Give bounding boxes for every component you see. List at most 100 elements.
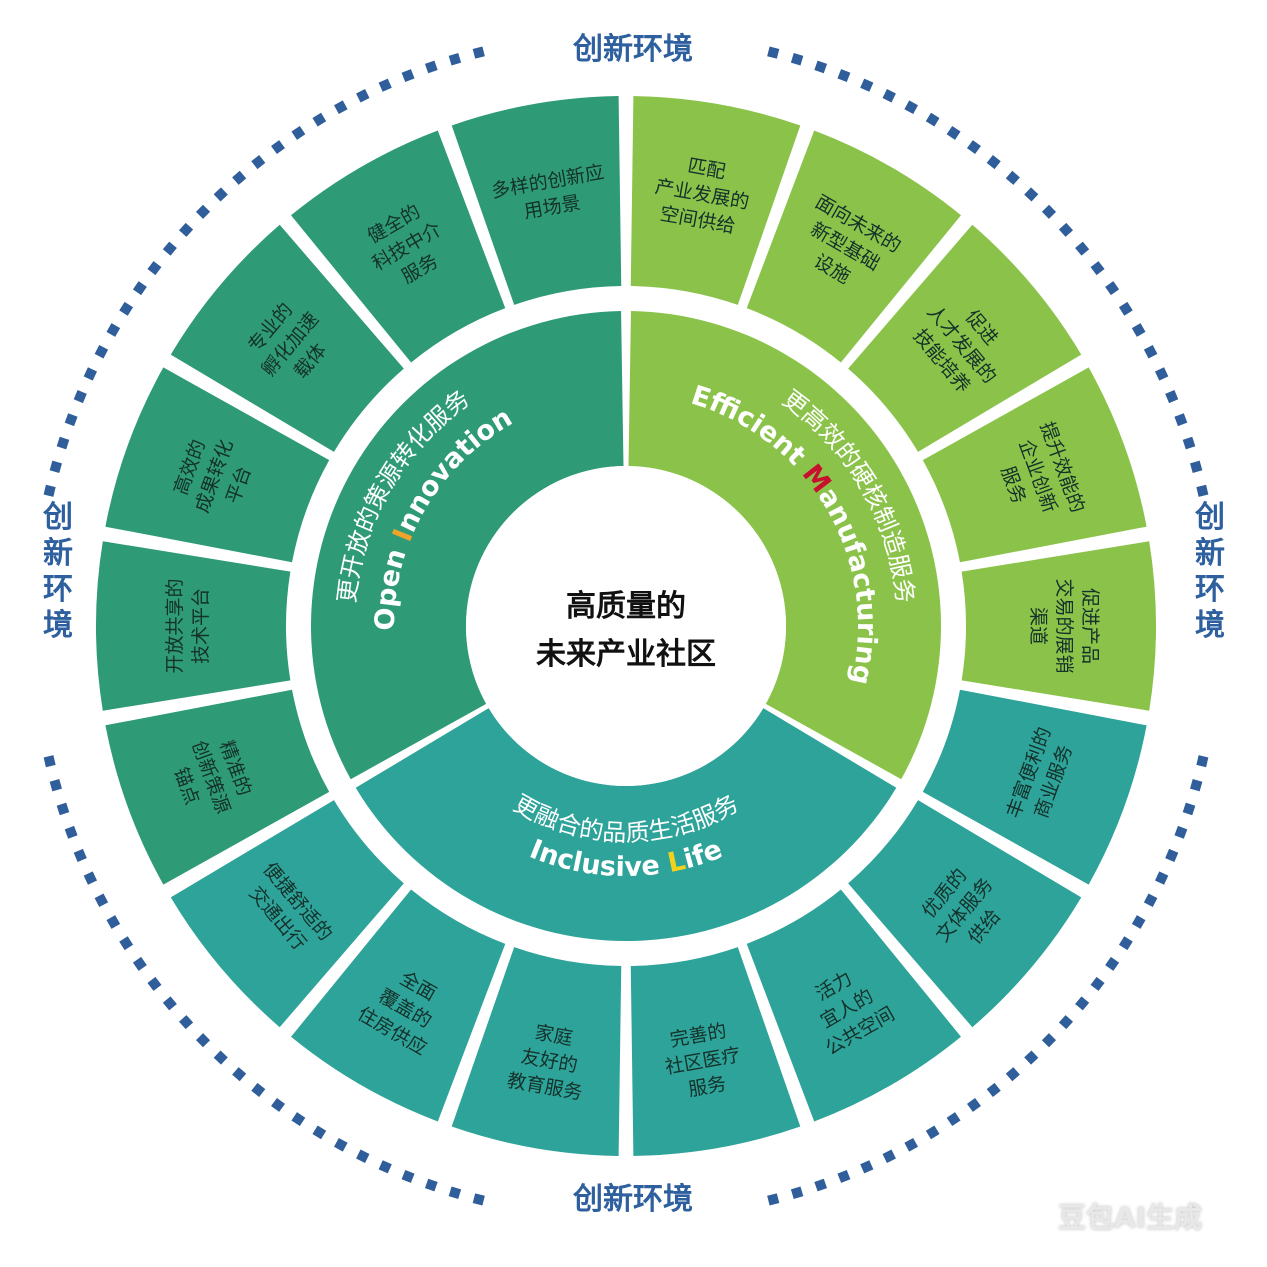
dash-mark — [291, 1112, 306, 1127]
dash-mark — [837, 1169, 851, 1183]
dash-mark — [925, 1125, 940, 1140]
dash-mark — [83, 871, 97, 885]
dash-mark — [232, 1067, 247, 1082]
dash-mark — [312, 1125, 327, 1140]
outer-segment-shape — [922, 367, 1147, 563]
outer-segment-shape — [105, 689, 330, 885]
dash-mark — [1165, 390, 1179, 404]
dash-mark — [1090, 976, 1105, 991]
dash-mark — [1196, 484, 1209, 497]
dash-mark — [1105, 281, 1120, 296]
outer-segment-label: 渠道 — [1027, 607, 1049, 645]
dash-mark — [401, 69, 415, 83]
dash-mark — [271, 140, 286, 155]
dash-mark — [401, 1169, 415, 1183]
outer-segment-shape — [746, 130, 961, 363]
outer-segment-shape — [848, 224, 1082, 452]
dash-mark — [1105, 956, 1120, 971]
dash-mark — [1155, 871, 1169, 885]
dash-mark — [946, 1112, 961, 1127]
outer-segment-shape — [170, 224, 404, 452]
dash-mark — [1182, 802, 1196, 816]
dash-mark — [424, 60, 438, 74]
dash-mark — [1190, 460, 1203, 473]
outer-segment-shape — [291, 130, 506, 363]
dash-mark — [1075, 996, 1090, 1011]
dash-mark — [132, 956, 147, 971]
center-hub: 高质量的 未来产业社区 — [466, 466, 786, 786]
dash-mark — [178, 222, 194, 237]
dash-mark — [1058, 222, 1074, 237]
dash-mark — [1090, 261, 1105, 276]
dash-mark — [1165, 848, 1179, 862]
dash-mark — [1024, 1050, 1039, 1065]
dash-mark — [251, 1082, 266, 1097]
dash-mark — [73, 848, 87, 862]
dash-mark — [232, 170, 247, 185]
dash-mark — [966, 140, 981, 155]
dash-mark — [882, 89, 896, 103]
dash-mark — [64, 825, 78, 839]
dash-mark — [767, 1193, 780, 1206]
outer-segment-shape — [922, 689, 1147, 885]
dash-mark — [312, 112, 327, 127]
inner-sector-shape — [355, 708, 897, 942]
environment-label-bottom: 创新环境 — [573, 1182, 693, 1217]
dash-mark — [986, 155, 1001, 170]
dash-mark — [860, 78, 874, 92]
outer-segment-shape — [630, 947, 801, 1156]
outer-segment-shape — [961, 541, 1157, 711]
outer-segment: 开放共享的技术平台 — [96, 541, 291, 711]
dash-mark — [106, 915, 121, 929]
dash-mark — [378, 1160, 392, 1174]
dash-mark — [119, 301, 134, 316]
dash-mark — [814, 1178, 828, 1192]
dash-mark — [178, 1015, 194, 1030]
innovation-environment-dashed-ring — [43, 46, 1209, 1206]
dash-mark — [1190, 779, 1203, 792]
dash-mark — [1155, 367, 1169, 381]
environment-label-top: 创新环境 — [573, 32, 693, 67]
dash-mark — [1174, 413, 1188, 427]
dash-mark — [448, 53, 462, 66]
dash-mark — [448, 1186, 462, 1199]
inner-sector-shape — [628, 311, 941, 780]
dash-mark — [195, 1033, 211, 1048]
dash-mark — [1196, 755, 1209, 768]
outer-segment-label: 交易的展销 — [1053, 578, 1075, 673]
dash-mark — [1118, 936, 1133, 951]
dash-mark — [94, 344, 109, 359]
dash-mark — [1005, 1067, 1020, 1082]
dash-mark — [132, 281, 147, 296]
inner-sector-shape — [310, 311, 624, 780]
outer-segment-shape — [105, 367, 330, 563]
dash-mark — [251, 155, 266, 170]
dash-mark — [119, 936, 134, 951]
dash-mark — [1118, 301, 1133, 316]
dash-mark — [1143, 344, 1158, 359]
dash-mark — [790, 1186, 804, 1199]
dash-mark — [356, 89, 370, 103]
outer-segment-shape — [451, 96, 622, 305]
outer-segment-label: 开放共享的 — [164, 578, 186, 673]
dash-mark — [860, 1160, 874, 1174]
outer-segment-shape — [291, 889, 506, 1122]
dash-mark — [837, 69, 851, 83]
dash-mark — [1024, 187, 1039, 202]
dash-mark — [1174, 825, 1188, 839]
dash-mark — [986, 1082, 1001, 1097]
dash-mark — [147, 261, 162, 276]
